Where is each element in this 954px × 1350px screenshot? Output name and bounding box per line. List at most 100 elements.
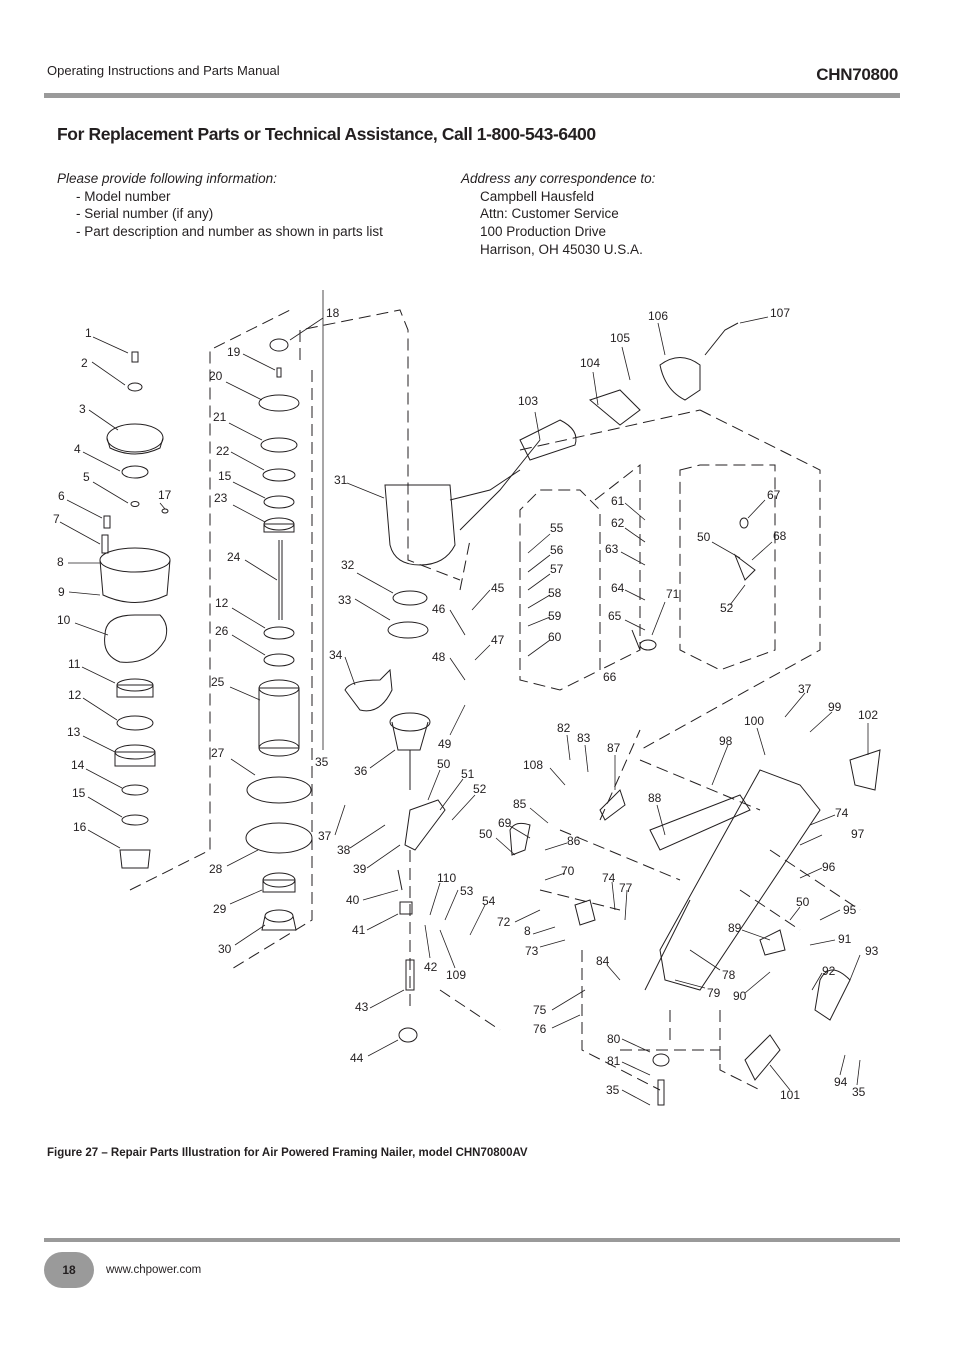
part-label: 57: [550, 562, 564, 576]
part-label: 49: [438, 737, 452, 751]
figure-caption: Figure 27 – Repair Parts Illustration fo…: [47, 1147, 528, 1159]
part-label: 23: [214, 491, 228, 505]
part-label: 12: [215, 596, 229, 610]
part-label: 26: [215, 624, 229, 638]
part-label: 70: [561, 864, 575, 878]
address-line: Campbell Hausfeld: [480, 188, 595, 204]
address-line: Attn: Customer Service: [480, 206, 619, 222]
part-label: 9: [58, 585, 65, 599]
part-label: 63: [605, 542, 619, 556]
part-label: 100: [744, 714, 764, 728]
website-url[interactable]: www.chpower.com: [106, 1264, 202, 1276]
page-number-badge: 18: [44, 1252, 94, 1288]
part-label: 76: [533, 1022, 547, 1036]
part-label: 89: [728, 921, 742, 935]
part-label: 7: [53, 512, 60, 526]
part-label: 50: [437, 757, 451, 771]
part-label: 105: [610, 331, 630, 345]
part-label: 85: [513, 797, 527, 811]
part-label: 5: [83, 470, 90, 484]
part-label: 8: [524, 924, 531, 938]
part-label: 47: [491, 633, 505, 647]
part-label: 46: [432, 602, 446, 616]
part-label: 34: [329, 648, 343, 662]
parts-diagram: 1 2 3 4 5 6 17 7 8 9 10 11 12 13 14 15 1…: [0, 290, 954, 1150]
part-label: 52: [720, 601, 734, 615]
part-label: 56: [550, 543, 564, 557]
part-label: 99: [828, 700, 842, 714]
info-request: Please provide following information: - …: [57, 170, 383, 241]
part-label: 109: [446, 968, 466, 982]
part-label: 103: [518, 394, 538, 408]
part-label: 104: [580, 356, 600, 370]
part-label: 51: [461, 767, 475, 781]
part-label: 108: [523, 758, 543, 772]
part-label: 71: [666, 587, 680, 601]
part-label: 45: [491, 581, 505, 595]
part-label: 40: [346, 893, 360, 907]
part-label: 12: [68, 688, 82, 702]
part-label: 2: [81, 356, 88, 370]
part-label: 55: [550, 521, 564, 535]
part-label: 66: [603, 670, 617, 684]
part-label: 102: [858, 708, 878, 722]
part-label: 27: [211, 746, 225, 760]
part-label: 31: [334, 473, 348, 487]
part-label: 74: [602, 871, 616, 885]
footer-rule: [44, 1238, 900, 1242]
part-label: 14: [71, 758, 85, 772]
address-line: 100 Production Drive: [480, 224, 607, 240]
part-label: 79: [707, 986, 721, 1000]
part-label: 92: [822, 964, 836, 978]
model-number: CHN70800: [816, 65, 898, 84]
part-label: 65: [608, 609, 622, 623]
part-label: 36: [354, 764, 368, 778]
part-label: 39: [353, 862, 367, 876]
info-item: - Serial number (if any): [76, 206, 214, 222]
part-label: 95: [843, 903, 857, 917]
part-label: 96: [822, 860, 836, 874]
part-label: 74: [835, 806, 849, 820]
part-label: 24: [227, 550, 241, 564]
info-item: - Part description and number as shown i…: [76, 224, 383, 240]
part-label: 107: [770, 306, 790, 320]
part-label: 60: [548, 630, 562, 644]
part-label: 50: [479, 827, 493, 841]
part-label: 22: [216, 444, 230, 458]
manual-title: Operating Instructions and Parts Manual: [47, 63, 280, 78]
info-lead: Please provide following information:: [57, 171, 277, 186]
part-label: 21: [213, 410, 227, 424]
part-label: 91: [838, 932, 852, 946]
part-label: 28: [209, 862, 223, 876]
part-label: 30: [218, 942, 232, 956]
part-label: 67: [767, 488, 781, 502]
part-label: 73: [525, 944, 539, 958]
part-label: 19: [227, 345, 241, 359]
part-label: 43: [355, 1000, 369, 1014]
part-label: 20: [209, 369, 223, 383]
part-label: 15: [218, 469, 232, 483]
part-label: 8: [57, 555, 64, 569]
part-label: 10: [57, 613, 71, 627]
part-label: 84: [596, 954, 610, 968]
part-label: 61: [611, 494, 625, 508]
part-label: 11: [68, 657, 81, 671]
part-label: 83: [577, 731, 591, 745]
part-label: 18: [326, 306, 340, 320]
part-label: 101: [780, 1088, 800, 1102]
part-label: 44: [350, 1051, 364, 1065]
part-label: 68: [773, 529, 787, 543]
part-label: 48: [432, 650, 446, 664]
part-label: 37: [798, 682, 812, 696]
part-label: 90: [733, 989, 747, 1003]
part-label: 32: [341, 558, 355, 572]
part-label: 59: [548, 609, 562, 623]
part-label: 17: [158, 488, 172, 502]
part-label: 3: [79, 402, 86, 416]
part-label: 37: [318, 829, 332, 843]
part-label: 88: [648, 791, 662, 805]
part-label: 82: [557, 721, 571, 735]
part-label: 75: [533, 1003, 547, 1017]
part-label: 98: [719, 734, 733, 748]
part-label: 93: [865, 944, 879, 958]
